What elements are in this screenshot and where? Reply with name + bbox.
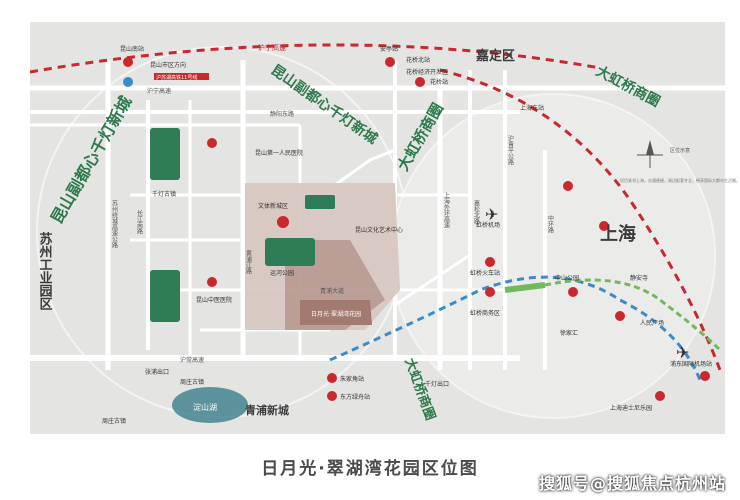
label-hongqiao-airport: 虹桥机场: [476, 221, 500, 229]
map-caption: 日月光·翠湖湾花园区位图: [261, 459, 479, 479]
hospital-icon: [207, 277, 217, 287]
station-icon: [700, 371, 710, 381]
label-suzhou-park: 苏州工业园区: [37, 231, 54, 311]
station-icon: [123, 57, 133, 67]
station-icon: [327, 373, 337, 383]
label-disney: 上海迪士尼乐园: [610, 404, 652, 412]
station-icon: [123, 77, 133, 87]
road-label-huangpu: 黄浦江路: [245, 249, 252, 275]
compass-arrow-icon: [646, 140, 654, 155]
label-hongqiao-sta: 虹桥火车站: [470, 269, 500, 277]
label-zhuxi: 朱家角站: [340, 375, 364, 383]
project-label: 日月光·翠湖湾花园: [311, 310, 361, 318]
railway-huning: [30, 43, 601, 74]
hospital-icon: [207, 138, 217, 148]
watermark: 搜狐号@搜狐焦点杭州站: [538, 474, 726, 493]
airplane-icon: ✈: [676, 343, 689, 362]
legend-desc: 项目紧邻上海，交通便捷，周边配套齐全，畅享国际大都市生活圈。: [620, 177, 740, 183]
label-hongqiao-cbd: 虹桥商务区: [470, 309, 500, 317]
label-zhouzhuang-town: 周庄古镇: [102, 417, 126, 425]
station-icon: [615, 311, 625, 321]
road-label-changjiang: 长江南路: [136, 209, 143, 235]
label-jingan: 静安寺: [630, 274, 648, 282]
road-label-huning: 沪宁高速: [258, 43, 286, 52]
station-icon: [599, 221, 609, 231]
station-markers: [123, 57, 710, 401]
railway-line-tag: [154, 73, 209, 80]
park-1: [150, 128, 180, 180]
label-qiandeng-exit: 千灯出口: [425, 380, 449, 388]
label-culture: 文体新城区: [258, 202, 288, 210]
label-xujiahui: 徐家汇: [560, 329, 578, 337]
label-railway-line: 沪苏湖高铁11号线: [156, 74, 197, 81]
label-jiading: 嘉定区: [475, 48, 515, 64]
metro-line-2-dashed: [544, 278, 722, 352]
label-zhangpu-exit: 张浦出口: [145, 368, 169, 376]
label-dianshan-lake: 淀山湖: [193, 402, 217, 412]
station-icon: [568, 287, 578, 297]
label-kunshan-east: 昆山南站: [120, 45, 144, 53]
label-qiandeng: 千灯古镇: [152, 190, 176, 198]
dianshan-lake: [172, 387, 248, 423]
label-mall: 昆山文化艺术中心: [355, 226, 403, 234]
label-zhouzhuang: 周庄古镇: [180, 378, 204, 386]
road-label-huning-2: 沪宁高速: [147, 87, 171, 95]
station-icon: [485, 287, 495, 297]
airplane-icon: ✈: [485, 205, 498, 224]
park-2: [150, 270, 180, 322]
metro-line-11: [329, 275, 702, 381]
label-huaqiao: 花桥北站: [406, 56, 430, 64]
project-badge-bg: [300, 300, 372, 325]
label-dongfang: 东方绿舟站: [340, 393, 370, 401]
road-label-hq-2: 嘉松北路: [473, 199, 480, 225]
station-icon: [563, 181, 573, 191]
label-metro-station: 上海东站: [520, 104, 544, 112]
label-pudong: 浦东国际机场站: [670, 360, 712, 368]
station-icon: [415, 77, 425, 87]
label-yunhe: 运河公园: [270, 269, 294, 277]
road-label-minxing: 青浦大道: [320, 287, 344, 295]
legend-title: 区位示意: [670, 147, 690, 154]
station-icon: [385, 57, 395, 67]
label-hospital2: 昆山中医医院: [196, 296, 232, 304]
railway-hq: [439, 68, 722, 371]
road-label-suzhou-expr: 苏州绕城高速公路: [111, 199, 118, 249]
label-qingpu: 青浦新城: [245, 403, 289, 417]
label-hospital1: 昆山第一人民医院: [255, 149, 303, 157]
label-kunshan-city: 昆山市区方向: [150, 61, 186, 69]
project-star-icon: [277, 216, 289, 228]
compass: [637, 140, 663, 168]
station-icon: [327, 391, 337, 401]
park-4: [305, 195, 335, 209]
label-huaqiao-sta: 花桥站: [430, 78, 448, 86]
label-shanghai: 上海: [600, 223, 636, 245]
road-label-hq-3: 沪青平公路: [507, 134, 514, 166]
label-peoples-sq: 人民广场: [640, 319, 664, 327]
station-icon: [655, 391, 665, 401]
road-label-jingyang: 静阳东路: [270, 110, 294, 118]
park-3: [265, 238, 315, 266]
road-diag: [394, 253, 471, 307]
metro-line-2: [504, 282, 546, 293]
road-label-s5: 中环路: [547, 214, 554, 234]
label-hq-ext: 花桥经济开发区: [406, 68, 448, 76]
label-zhongshan: 中山公园: [555, 274, 579, 282]
road-label-hq: 上海外环高速: [443, 191, 450, 229]
station-icon: [485, 257, 495, 267]
road-label-hulian: 沪常高速: [180, 356, 204, 364]
label-anting: 安亭站: [380, 45, 398, 53]
